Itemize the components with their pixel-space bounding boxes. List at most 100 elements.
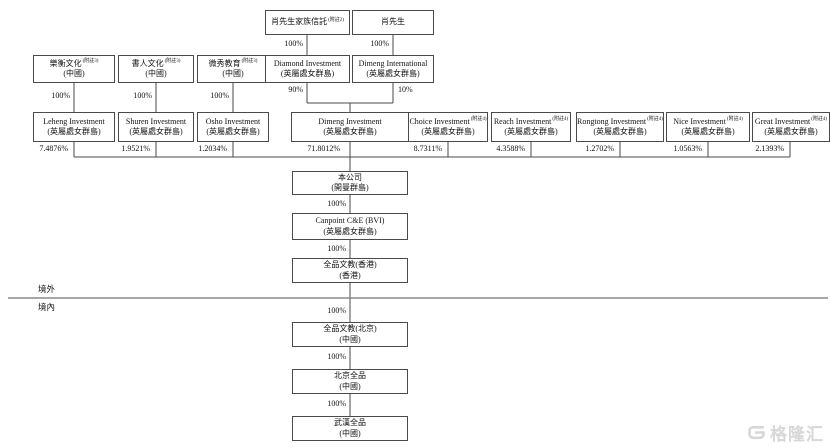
node-canpoint-hk: 全品文教(香港) (香港)	[292, 258, 408, 283]
pct-beijing-bjqp: 100%	[327, 352, 346, 361]
node-canpoint-ce-bvi: Canpoint C&E (BVI) (英屬處女群島)	[292, 213, 408, 240]
node-name-text: Reach Investment	[493, 116, 552, 126]
node-region: (中國)	[63, 69, 85, 78]
node-name: 武漢全品	[334, 418, 366, 428]
node-name: Osho Investment	[205, 116, 261, 126]
node-name: Canpoint C&E (BVI)	[315, 216, 385, 226]
note-ref: (附註4)	[726, 116, 743, 122]
node-name-text: Choice Investment	[409, 116, 470, 126]
pct-holding-rongtong: 1.2702%	[585, 144, 614, 153]
node-name: Shuren Investment	[125, 116, 187, 126]
pct-company-canpoint: 100%	[327, 199, 346, 208]
pct-holding-shuren: 1.9521%	[121, 144, 150, 153]
node-nice-investment: Nice Investment(附註4) (英屬處女群島)	[666, 112, 750, 142]
node-mr-xiao: 肖先生	[352, 10, 434, 35]
note-ref: (附註2)	[328, 17, 344, 23]
node-name: Nice Investment(附註4)	[673, 117, 743, 127]
pct-holding-leheng: 7.4876%	[39, 144, 68, 153]
pct-canpoint-hk: 100%	[327, 244, 346, 253]
note-ref: (附註3)	[164, 58, 181, 64]
offshore-label: 境外	[38, 284, 56, 294]
pct-weixiu: 100%	[210, 91, 229, 100]
node-weixiu-education: 微秀教育(附註3) (中國)	[197, 55, 269, 83]
pct-trust-diamond: 100%	[284, 39, 303, 48]
note-ref: (附註4)	[552, 116, 569, 122]
pct-leheng: 100%	[51, 91, 70, 100]
pct-holding-nice: 1.0563%	[673, 144, 702, 153]
pct-hk-beijing: 100%	[327, 306, 346, 315]
node-name: 本公司	[338, 172, 362, 182]
node-region: (英屬處女群島)	[323, 127, 377, 136]
node-leheng-culture: 樂衡文化(附註3) (中國)	[33, 55, 115, 83]
node-dimeng-investment: Dimeng Investment (英屬處女群島)	[291, 112, 409, 142]
note-ref: (附註3)	[241, 58, 258, 64]
node-choice-investment: Choice Investment(附註4) (英屬處女群島)	[408, 112, 488, 142]
node-osho-investment: Osho Investment (英屬處女群島)	[197, 112, 269, 142]
node-region: (中國)	[339, 428, 361, 438]
node-region: (英屬處女群島)	[421, 127, 475, 136]
node-the-company: 本公司 (開曼群島)	[292, 171, 408, 195]
node-name-text: 書人文化	[131, 58, 164, 68]
node-name: 肖先生	[381, 17, 405, 27]
node-rongtong-investment: Rongtong Investment(附註4) (英屬處女群島)	[576, 112, 664, 142]
node-name: Choice Investment(附註4)	[409, 117, 486, 127]
pct-holding-dimeng: 71.8012%	[307, 144, 340, 153]
node-name: 樂衡文化(附註3)	[50, 59, 99, 69]
node-name: 肖先生家族信託(附註2)	[271, 17, 344, 27]
node-beijing-quanpin: 北京全品 (中國)	[292, 369, 408, 394]
pct-diamond: 90%	[288, 85, 303, 94]
node-region: (英屬處女群島)	[47, 127, 101, 136]
node-diamond-investment: Diamond Investment (英屬處女群島)	[265, 55, 350, 83]
note-ref: (附註4)	[811, 116, 828, 122]
pct-dimeng-intl: 10%	[398, 85, 413, 94]
node-dimeng-international: Dimeng International (英屬處女群島)	[352, 55, 434, 83]
note-ref: (附註4)	[470, 116, 487, 122]
node-name: Diamond Investment	[273, 58, 342, 68]
node-shuren-investment: Shuren Investment (英屬處女群島)	[118, 112, 194, 142]
node-region: (英屬處女群島)	[323, 226, 377, 236]
gelonghui-watermark: 格隆汇	[746, 420, 824, 445]
pct-shuren: 100%	[133, 91, 152, 100]
node-name: 全品文教(香港)	[323, 260, 377, 270]
node-shuren-culture: 書人文化(附註3) (中國)	[118, 55, 194, 83]
onshore-label: 境內	[38, 302, 56, 312]
pct-holding-reach: 4.3588%	[496, 144, 525, 153]
pct-holding-choice: 8.7311%	[413, 144, 442, 153]
node-name-text: 樂衡文化	[49, 58, 82, 68]
node-region: (中國)	[222, 69, 244, 78]
pct-xiao-dimeng-intl: 100%	[370, 39, 389, 48]
node-region: (英屬處女群島)	[280, 69, 335, 78]
node-name-text: 微秀教育	[208, 58, 241, 68]
pct-holding-great: 2.1393%	[755, 144, 784, 153]
node-region: (英屬處女群島)	[593, 127, 647, 136]
pct-holding-osho: 1.2034%	[198, 144, 227, 153]
node-name-text: 肖先生家族信託	[271, 17, 328, 27]
node-name: Reach Investment(附註4)	[494, 117, 568, 127]
node-region: (英屬處女群島)	[129, 127, 183, 136]
node-region: (中國)	[145, 69, 167, 78]
node-region: (中國)	[339, 381, 361, 391]
pct-bjqp-whqp: 100%	[327, 399, 346, 408]
node-region: (香港)	[339, 270, 361, 280]
node-region: (中國)	[339, 334, 361, 344]
node-region: (英屬處女群島)	[366, 69, 420, 78]
note-ref: (附註3)	[82, 58, 99, 64]
node-name: 微秀教育(附註3)	[209, 59, 258, 69]
node-region: (英屬處女群島)	[764, 127, 818, 136]
node-region: (英屬處女群島)	[504, 127, 558, 136]
node-name: Leheng Investment	[43, 116, 105, 126]
node-reach-investment: Reach Investment(附註4) (英屬處女群島)	[491, 112, 571, 142]
node-name-text: Great Investment	[754, 116, 811, 126]
node-name: Dimeng Investment	[318, 116, 382, 126]
gelonghui-logo-icon	[748, 425, 765, 440]
node-wuhan-quanpin: 武漢全品 (中國)	[292, 416, 408, 441]
node-great-investment: Great Investment(附註4) (英屬處女群島)	[752, 112, 830, 142]
node-name-text: Nice Investment	[673, 116, 726, 126]
node-name: Dimeng International	[358, 58, 428, 68]
node-region: (開曼群島)	[331, 183, 369, 192]
note-ref: (附註4)	[647, 116, 663, 122]
node-name: Rongtong Investment(附註4)	[577, 117, 663, 127]
node-name: 北京全品	[334, 371, 366, 381]
watermark-brand-text: 格隆汇	[770, 425, 824, 444]
